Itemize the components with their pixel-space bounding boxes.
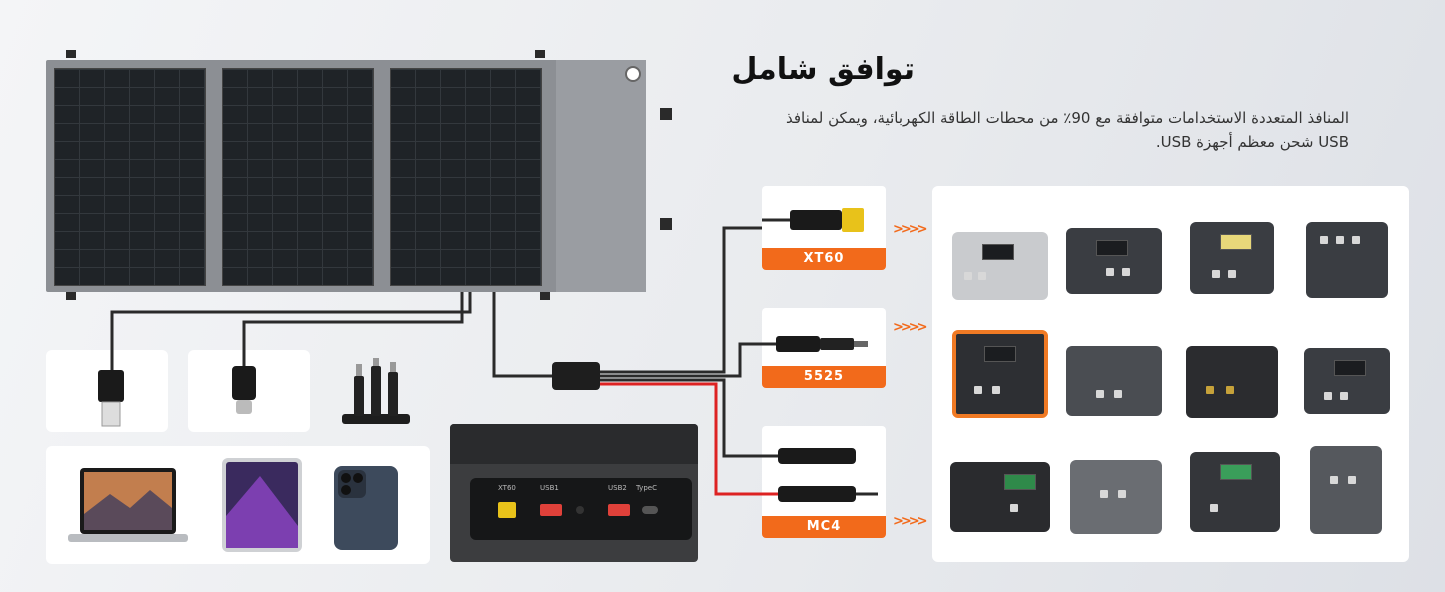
- power-station-icon: [1310, 446, 1382, 534]
- power-station-icon: [1066, 346, 1162, 416]
- arrow-icon: >>>>: [893, 320, 928, 335]
- junction-box: XT60 USB1 USB2 TypeC: [470, 478, 692, 540]
- power-station-icon: [1304, 348, 1390, 414]
- power-station-icon: [1190, 452, 1280, 532]
- solar-cell-2: [222, 68, 374, 286]
- connector-label-xt60: XT60: [762, 248, 886, 270]
- subtitle-line-2: USB شحن معظم أجهزة USB.: [1155, 133, 1349, 151]
- usb-port-icon: [608, 504, 630, 516]
- power-stations-card: [932, 186, 1409, 562]
- subtitle-line-1: المنافذ المتعددة الاستخدامات متوافقة مع …: [785, 109, 1349, 127]
- power-station-icon: [1186, 346, 1278, 418]
- junction-box-photo: XT60 USB1 USB2 TypeC: [450, 424, 698, 562]
- usb-c-plug-icon: [232, 350, 256, 414]
- port-label-typec: TypeC: [636, 484, 657, 492]
- mc4-plug-icon: [762, 448, 878, 502]
- devices-card: [46, 446, 430, 564]
- clip-icon: [535, 50, 545, 58]
- usb-a-plug-icon: [98, 350, 124, 427]
- port-label-xt60: XT60: [498, 484, 516, 492]
- grommet-icon: [625, 66, 641, 82]
- power-station-icon: [952, 330, 1048, 418]
- connector-label-5525: 5525: [762, 366, 886, 388]
- solar-cell-3: [390, 68, 542, 286]
- smartphone-icon: [334, 466, 398, 550]
- panel-flap: [556, 60, 646, 292]
- arrow-icon: >>>>: [893, 514, 928, 529]
- type-c-port-icon: [642, 506, 658, 514]
- xt60-plug-icon: [762, 208, 864, 232]
- solar-panel: [46, 60, 646, 292]
- port-label-usb2: USB2: [608, 484, 627, 492]
- clip-icon: [66, 292, 76, 300]
- laptop-icon: [68, 468, 188, 542]
- page-title: توافق شامل: [731, 52, 915, 87]
- dc-adapter-tips-icon: [338, 358, 414, 428]
- connector-card-mc4: MC4: [762, 426, 886, 538]
- page-subtitle: المنافذ المتعددة الاستخدامات متوافقة مع …: [749, 106, 1349, 154]
- power-station-icon: [1070, 460, 1162, 534]
- solar-cell-1: [54, 68, 206, 286]
- clip-icon: [660, 218, 672, 230]
- usb-port-icon: [540, 504, 562, 516]
- port-label-usb1: USB1: [540, 484, 559, 492]
- arrow-icon: >>>>: [893, 222, 928, 237]
- power-station-icon: [1306, 222, 1388, 298]
- usb-c-plug-card: [188, 350, 310, 432]
- xt60-port-icon: [498, 502, 516, 518]
- tablet-icon: [222, 458, 302, 552]
- dc-port-icon: [576, 506, 584, 514]
- connector-card-5525: 5525: [762, 308, 886, 388]
- power-station-icon: [1066, 228, 1162, 294]
- clip-icon: [540, 292, 550, 300]
- clip-icon: [66, 50, 76, 58]
- clip-icon: [660, 108, 672, 120]
- power-station-icon: [952, 232, 1048, 300]
- power-station-icon: [950, 462, 1050, 532]
- connector-label-mc4: MC4: [762, 516, 886, 538]
- dc5525-plug-icon: [762, 336, 868, 352]
- usb-a-plug-card: [46, 350, 168, 432]
- power-station-icon: [1190, 222, 1274, 294]
- connector-card-xt60: XT60: [762, 186, 886, 270]
